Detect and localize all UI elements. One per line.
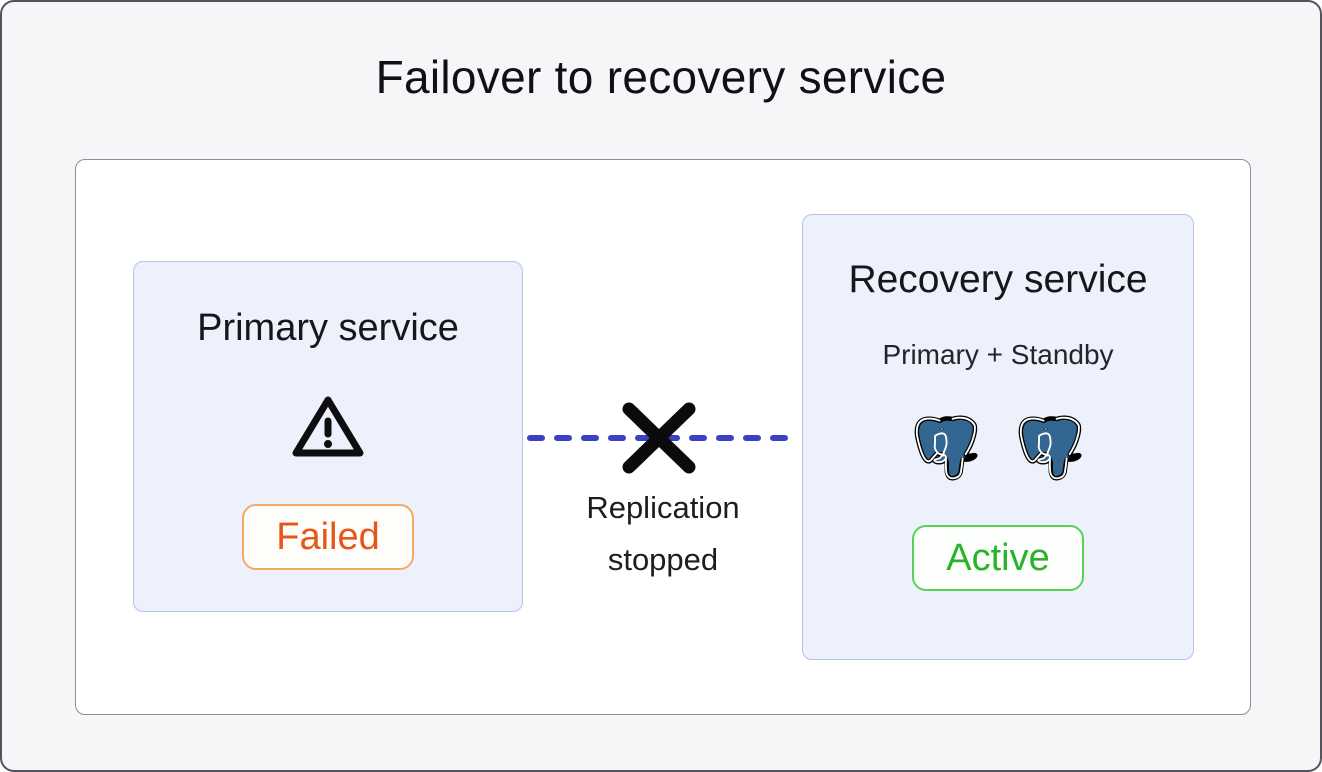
postgresql-elephant-icon [1018, 415, 1082, 481]
primary-service-box: Primary service Failed [133, 261, 523, 612]
warning-triangle-icon [289, 394, 367, 460]
recovery-service-subtitle: Primary + Standby [882, 339, 1114, 370]
recovery-service-box: Recovery service Primary + Standby [802, 214, 1194, 660]
primary-status-badge: Failed [242, 504, 414, 570]
database-icons-row [914, 415, 1082, 481]
primary-service-title: Primary service [197, 307, 459, 349]
services-container: Primary service Failed Replication stopp… [75, 159, 1251, 715]
replication-stopped-label: Replication stopped [586, 490, 740, 577]
postgresql-elephant-icon [914, 415, 978, 481]
recovery-status-badge: Active [912, 525, 1084, 591]
cross-icon [622, 402, 696, 474]
page-title: Failover to recovery service [375, 51, 947, 103]
recovery-service-title: Recovery service [848, 258, 1148, 301]
